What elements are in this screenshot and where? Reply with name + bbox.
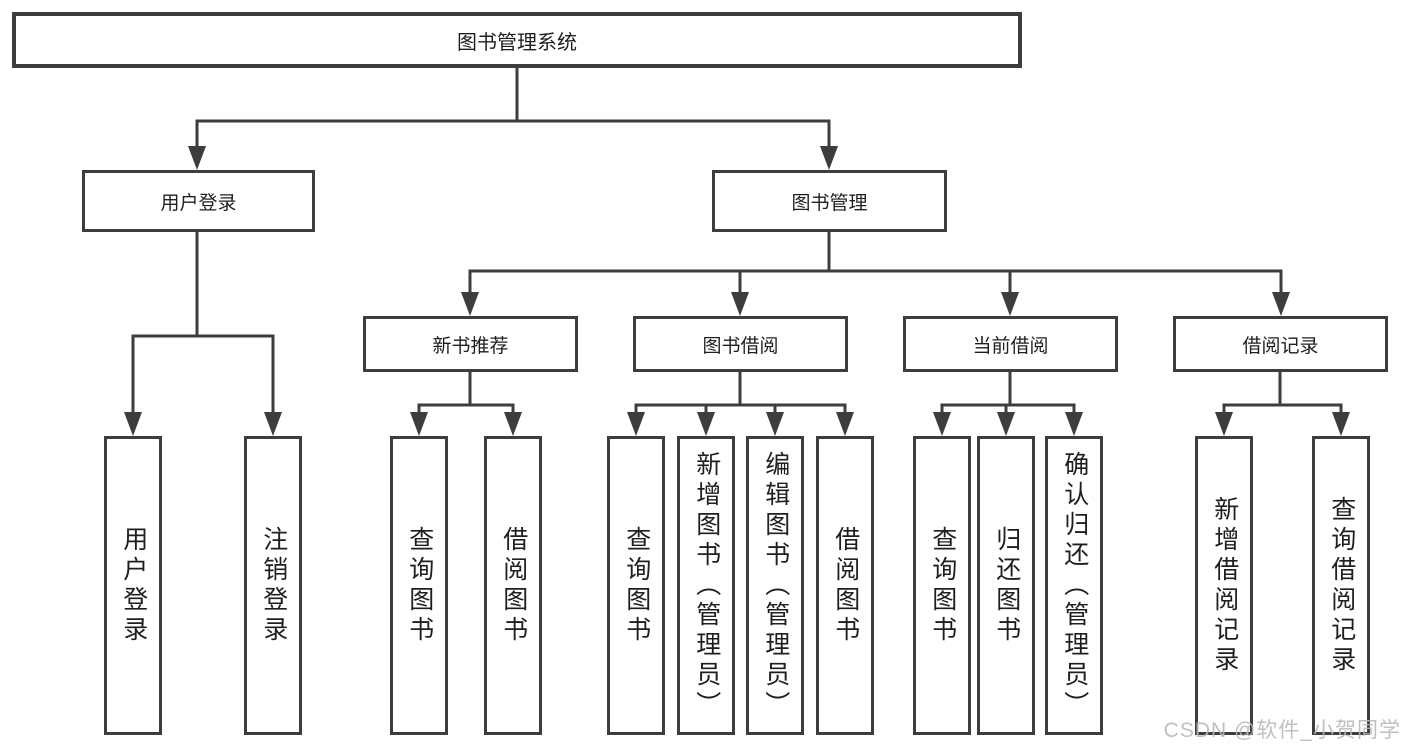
leaf-label: 借阅图书 (831, 525, 860, 646)
arrow-icon (1272, 292, 1290, 316)
leaf-query-books-borrow: 查询图书 (607, 436, 665, 735)
leaf-edit-books-admin: 编辑图书（管理员） (746, 436, 804, 735)
watermark: CSDN @软件_小贺同学 (1163, 719, 1401, 742)
node-book-management: 图书管理 (712, 170, 947, 232)
arrow-icon (820, 146, 838, 170)
leaf-label: 查询借阅记录 (1327, 495, 1356, 676)
leaf-query-books-recommend: 查询图书 (390, 436, 448, 735)
leaf-add-borrow-record: 新增借阅记录 (1195, 436, 1253, 735)
leaf-query-books-current: 查询图书 (913, 436, 971, 735)
arrow-icon (461, 292, 479, 316)
leaf-label: 注销登录 (259, 525, 288, 646)
arrow-icon (627, 412, 645, 436)
arrow-icon (997, 412, 1015, 436)
leaf-label: 查询图书 (622, 525, 651, 646)
node-library-management-system: 图书管理系统 (12, 12, 1022, 68)
leaf-add-books-admin: 新增图书（管理员） (677, 436, 735, 735)
arrowheads (124, 146, 1350, 436)
leaf-user-login: 用户登录 (104, 436, 162, 735)
leaf-label: 用户登录 (119, 525, 148, 646)
leaf-label: 查询图书 (928, 525, 957, 646)
arrow-icon (1332, 412, 1350, 436)
arrow-icon (264, 412, 282, 436)
arrow-icon (124, 412, 142, 436)
arrow-icon (1215, 412, 1233, 436)
arrow-icon (410, 412, 428, 436)
leaf-query-borrow-record: 查询借阅记录 (1312, 436, 1370, 735)
arrow-icon (1065, 412, 1083, 436)
node-book-borrow: 图书借阅 (633, 316, 848, 372)
leaf-logout-login: 注销登录 (244, 436, 302, 735)
arrow-icon (504, 412, 522, 436)
leaf-borrow-books: 借阅图书 (816, 436, 874, 735)
leaf-label: 新增借阅记录 (1210, 495, 1239, 676)
leaf-label: 归还图书 (992, 525, 1021, 646)
leaf-label: 确认归还（管理员） (1060, 450, 1089, 721)
arrow-icon (933, 412, 951, 436)
node-current-borrow: 当前借阅 (903, 316, 1118, 372)
arrow-icon (1001, 292, 1019, 316)
arrow-icon (188, 146, 206, 170)
arrow-icon (731, 292, 749, 316)
arrow-icon (697, 412, 715, 436)
leaf-return-books: 归还图书 (977, 436, 1035, 735)
leaf-confirm-return-admin: 确认归还（管理员） (1045, 436, 1103, 735)
leaf-label: 借阅图书 (499, 525, 528, 646)
leaf-label: 新增图书（管理员） (692, 450, 721, 721)
arrow-icon (766, 412, 784, 436)
leaf-label: 查询图书 (405, 525, 434, 646)
node-new-book-recommend: 新书推荐 (363, 316, 578, 372)
node-borrow-records: 借阅记录 (1173, 316, 1388, 372)
leaf-borrow-books-recommend: 借阅图书 (484, 436, 542, 735)
leaf-label: 编辑图书（管理员） (761, 450, 790, 721)
node-user-login: 用户登录 (82, 170, 315, 232)
arrow-icon (836, 412, 854, 436)
